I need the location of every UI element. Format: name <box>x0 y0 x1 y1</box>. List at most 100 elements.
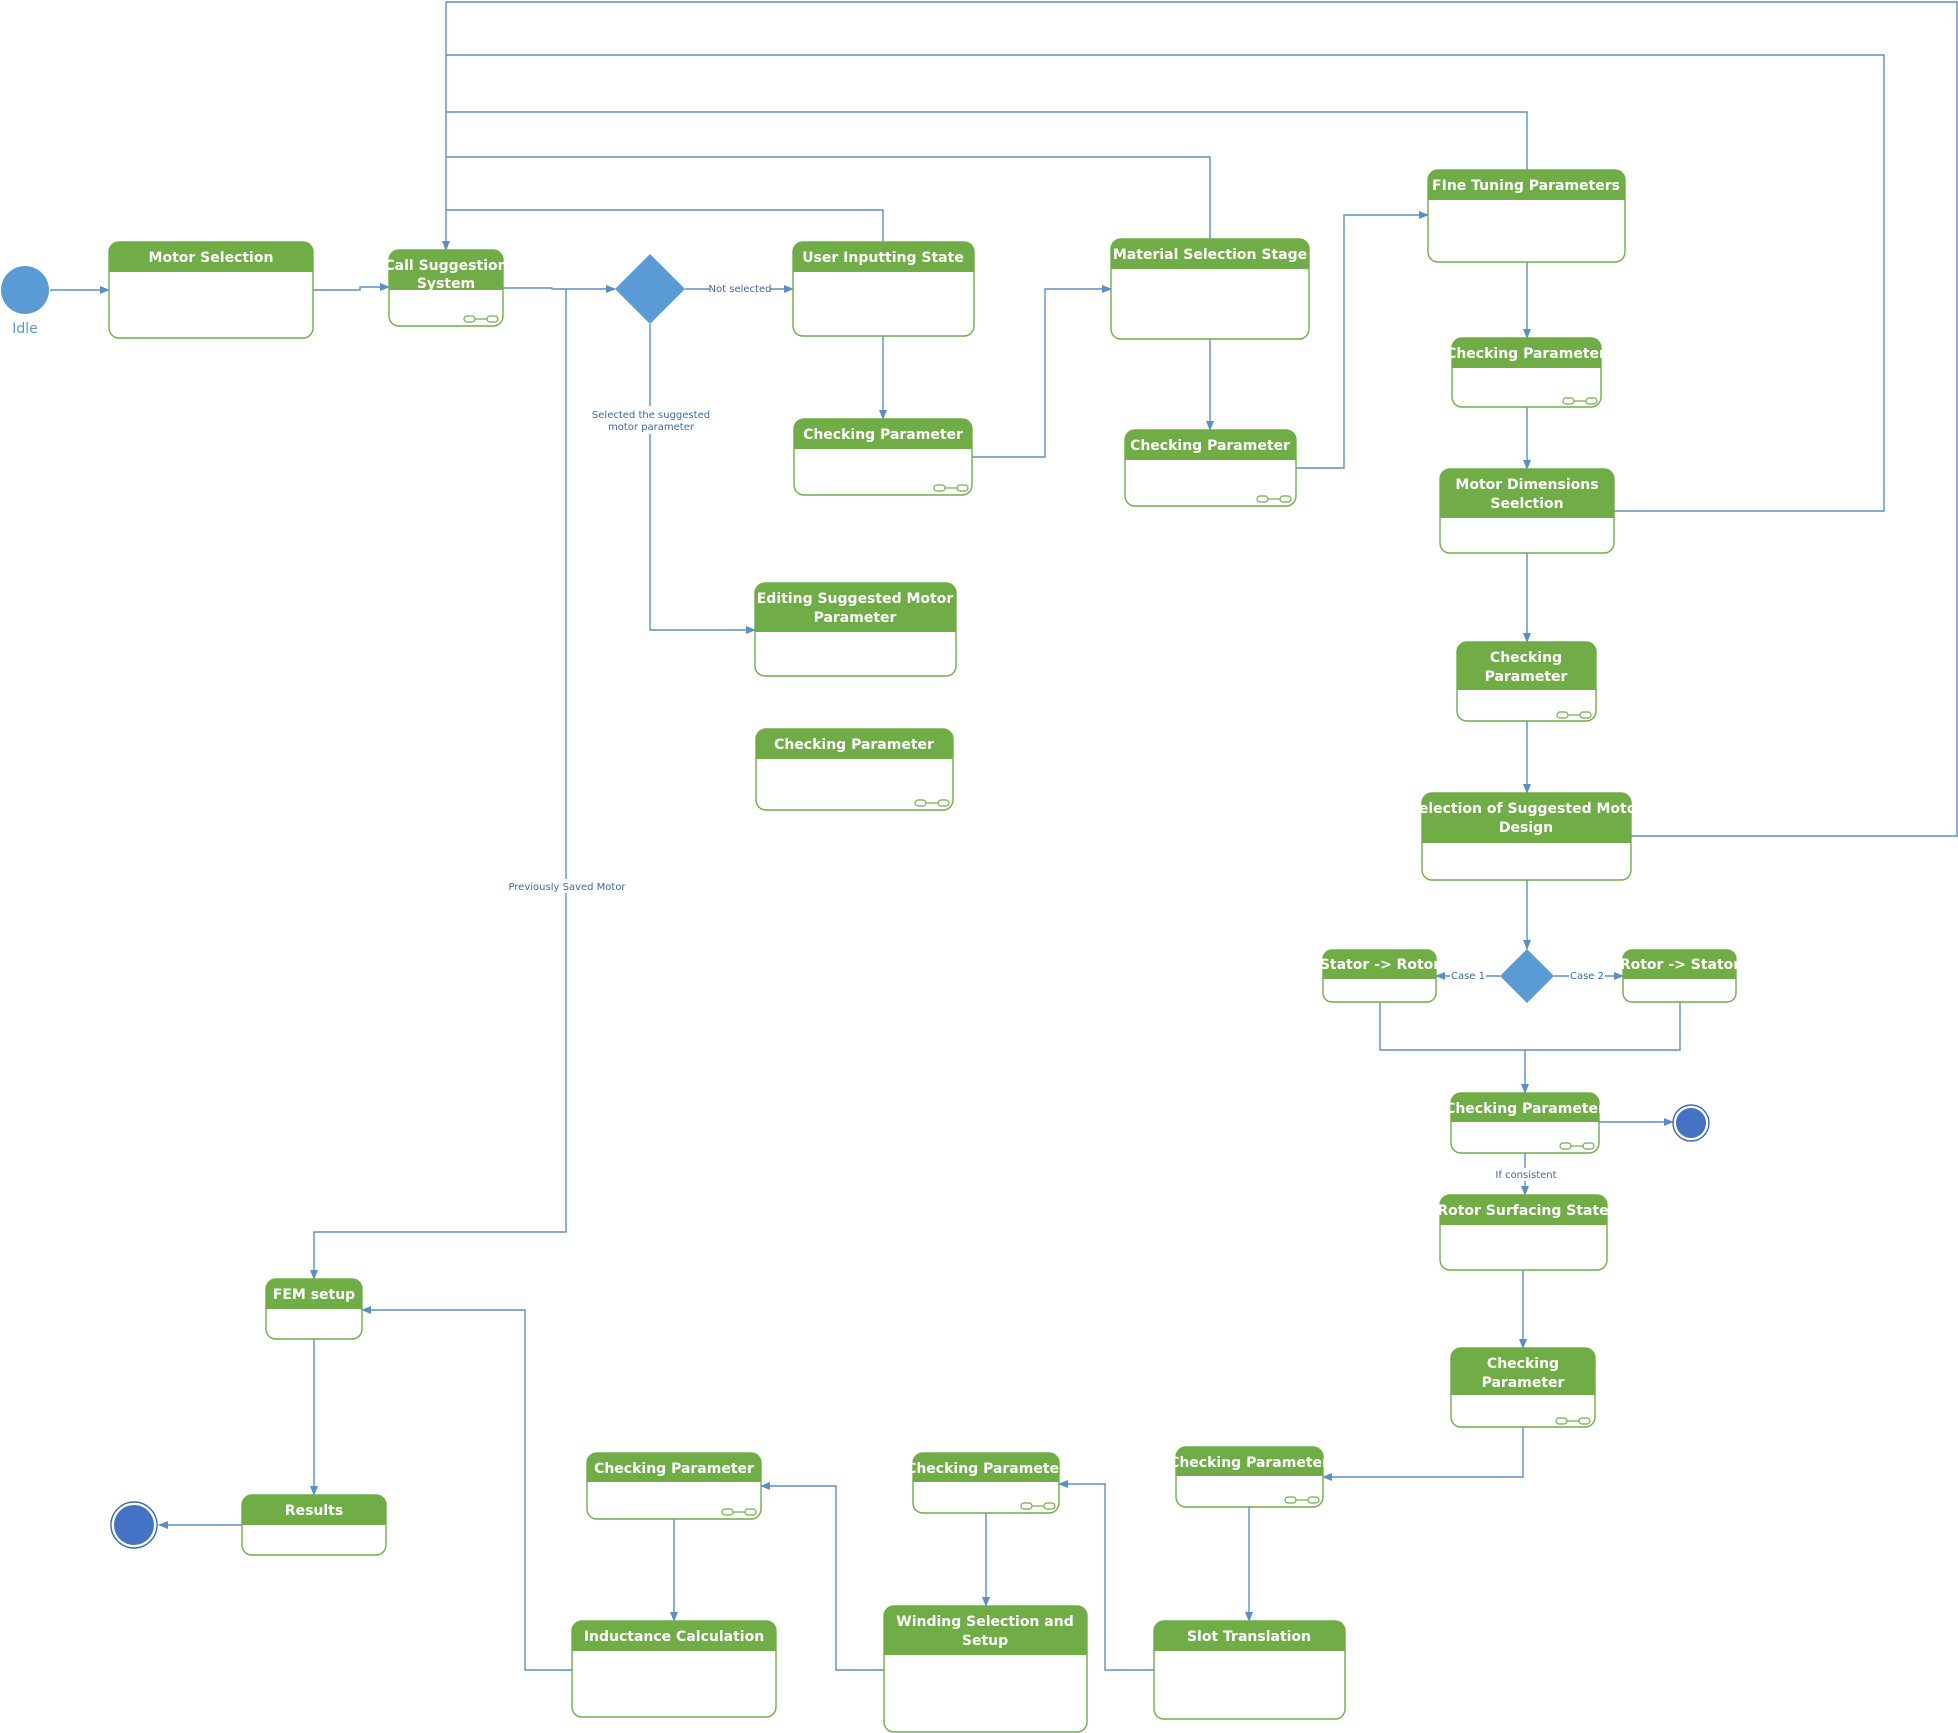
state-title: Checking <box>1487 1356 1559 1372</box>
connectors <box>50 1 1958 1671</box>
state-fine-tuning-parameters[interactable]: FIne Tuning Parameters <box>1427 169 1626 263</box>
state-checking-parameter-1[interactable]: Checking Parameter <box>793 418 973 496</box>
initial-node <box>1 266 49 314</box>
submachine-icon <box>463 315 499 323</box>
state-checking-parameter-10[interactable]: Checking Parameter <box>586 1452 762 1520</box>
label-if-consistent: If consistent <box>1495 1170 1556 1181</box>
final-node-bottom <box>110 1501 158 1549</box>
edge-inductance-to-fem <box>361 1306 572 1671</box>
state-title: Material Selection Stage <box>1113 247 1307 263</box>
state-checking-parameter-2[interactable]: Checking Parameter <box>755 728 954 811</box>
edge-check-1-to-material <box>972 285 1112 458</box>
state-title-line2: System <box>417 276 475 292</box>
state-title: Checking <box>1490 650 1562 666</box>
edge-loop-material <box>446 156 1211 239</box>
state-motor-selection[interactable]: Motor Selection <box>108 241 314 339</box>
state-title: Call Suggestion <box>384 258 507 274</box>
initial-node-label: Idle <box>12 321 38 337</box>
decision-node-case <box>1500 949 1554 1003</box>
edge-previously-saved-to-fem <box>310 289 567 1280</box>
state-checking-parameter-9[interactable]: Checking Parameter <box>906 1452 1066 1514</box>
edge-winding-to-check-10 <box>760 1482 884 1671</box>
state-title: Results <box>285 1503 343 1519</box>
submachine-icon <box>1559 1142 1595 1150</box>
state-title: FIne Tuning Parameters <box>1432 178 1620 194</box>
edge-merge-bar <box>1379 1002 1681 1051</box>
edge-motor-selection-to-call-suggestion <box>313 283 390 291</box>
edge-loop-selection-design <box>446 1 1958 837</box>
edge-check-3-to-fine-tuning <box>1296 211 1429 469</box>
state-slot-translation[interactable]: Slot Translation <box>1153 1620 1346 1720</box>
state-user-inputting[interactable]: User Inputting State <box>792 241 975 337</box>
edge-labels: Not selected Selected the suggested moto… <box>508 282 1605 1181</box>
label-previously-saved: Previously Saved Motor <box>508 882 626 893</box>
label-selected-suggested-2: motor parameter <box>608 422 695 433</box>
state-selection-suggested-motor-design[interactable]: Selection of Suggested Motor Design <box>1409 792 1644 881</box>
state-rotor-to-stator[interactable]: Rotor -> Stator <box>1620 949 1740 1003</box>
state-material-selection[interactable]: Material Selection Stage <box>1110 238 1310 340</box>
state-title: Slot Translation <box>1187 1629 1311 1645</box>
state-title: User Inputting State <box>802 250 964 266</box>
decision-node-suggestion <box>615 254 685 324</box>
state-title-line2: Parameter <box>1485 669 1568 685</box>
state-stator-to-rotor[interactable]: Stator -> Rotor <box>1320 949 1440 1003</box>
state-title: Motor Dimensions <box>1455 477 1598 493</box>
state-checking-parameter-6[interactable]: Checking Parameter <box>1445 1092 1605 1154</box>
state-results[interactable]: Results <box>241 1494 387 1556</box>
state-title-line2: Parameter <box>814 610 897 626</box>
state-title-line2: Setup <box>962 1633 1008 1649</box>
state-title: Checking Parameter <box>1130 438 1290 454</box>
state-motor-dimensions-selection[interactable]: Motor Dimensions Seelction <box>1439 468 1615 554</box>
edge-loop-fine-tuning <box>446 111 1528 170</box>
submachine-icon <box>721 1508 757 1516</box>
state-checking-parameter-5[interactable]: Checking Parameter <box>1456 641 1597 722</box>
label-not-selected: Not selected <box>709 284 772 295</box>
submachine-icon <box>1020 1502 1056 1510</box>
submachine-icon <box>1555 1417 1591 1425</box>
submachine-icon <box>933 484 969 492</box>
state-editing-suggested-motor-parameter[interactable]: Editing Suggested Motor Parameter <box>754 582 957 677</box>
state-title: Checking Parameter <box>1446 346 1606 362</box>
submachine-icon <box>914 799 950 807</box>
state-title: Stator -> Rotor <box>1320 957 1440 973</box>
edge-slot-to-check-9 <box>1058 1480 1154 1671</box>
state-checking-parameter-3[interactable]: Checking Parameter <box>1124 429 1297 507</box>
state-title: Checking Parameter <box>594 1461 754 1477</box>
label-case-1: Case 1 <box>1451 971 1485 982</box>
state-title: Motor Selection <box>149 250 274 266</box>
state-title: Checking Parameter <box>1445 1101 1605 1117</box>
edge-decision-to-editing <box>649 324 756 634</box>
state-checking-parameter-8[interactable]: Checking Parameter <box>1169 1446 1329 1508</box>
edge-loop-user-inputting <box>446 209 884 242</box>
state-title: Editing Suggested Motor <box>757 591 954 607</box>
submachine-icon <box>1556 711 1592 719</box>
state-winding-selection[interactable]: Winding Selection and Setup <box>883 1605 1088 1733</box>
state-title: Checking Parameter <box>803 427 963 443</box>
edge-loop-motor-dimensions <box>446 54 1885 512</box>
state-title: Rotor -> Stator <box>1620 957 1740 973</box>
state-title: Selection of Suggested Motor <box>1409 801 1644 817</box>
edge-check-7-to-check-8 <box>1322 1427 1524 1481</box>
edge-call-suggestion-to-decision <box>503 285 616 293</box>
submachine-icon <box>1284 1496 1320 1504</box>
state-title-line2: Design <box>1499 820 1553 836</box>
state-title: Checking Parameter <box>1169 1455 1329 1471</box>
state-checking-parameter-4[interactable]: Checking Parameter <box>1446 337 1606 408</box>
state-inductance-calculation[interactable]: Inductance Calculation <box>571 1620 777 1718</box>
label-selected-suggested: Selected the suggested <box>592 410 710 421</box>
state-title: Checking Parameter <box>906 1461 1066 1477</box>
state-title: Rotor Surfacing State <box>1437 1203 1608 1219</box>
state-title: Winding Selection and <box>896 1614 1073 1630</box>
state-checking-parameter-7[interactable]: Checking Parameter <box>1450 1347 1596 1428</box>
state-rotor-surfacing[interactable]: Rotor Surfacing State <box>1437 1194 1609 1271</box>
state-fem-setup[interactable]: FEM setup <box>265 1278 363 1340</box>
final-node-top <box>1672 1104 1710 1142</box>
state-title: Checking Parameter <box>774 737 934 753</box>
submachine-icon <box>1562 397 1598 405</box>
submachine-icon <box>1256 495 1292 503</box>
state-title-line2: Seelction <box>1490 496 1563 512</box>
state-call-suggestion-system[interactable]: Call Suggestion System <box>384 249 508 327</box>
state-title: Inductance Calculation <box>584 1629 764 1645</box>
state-title-line2: Parameter <box>1482 1375 1565 1391</box>
